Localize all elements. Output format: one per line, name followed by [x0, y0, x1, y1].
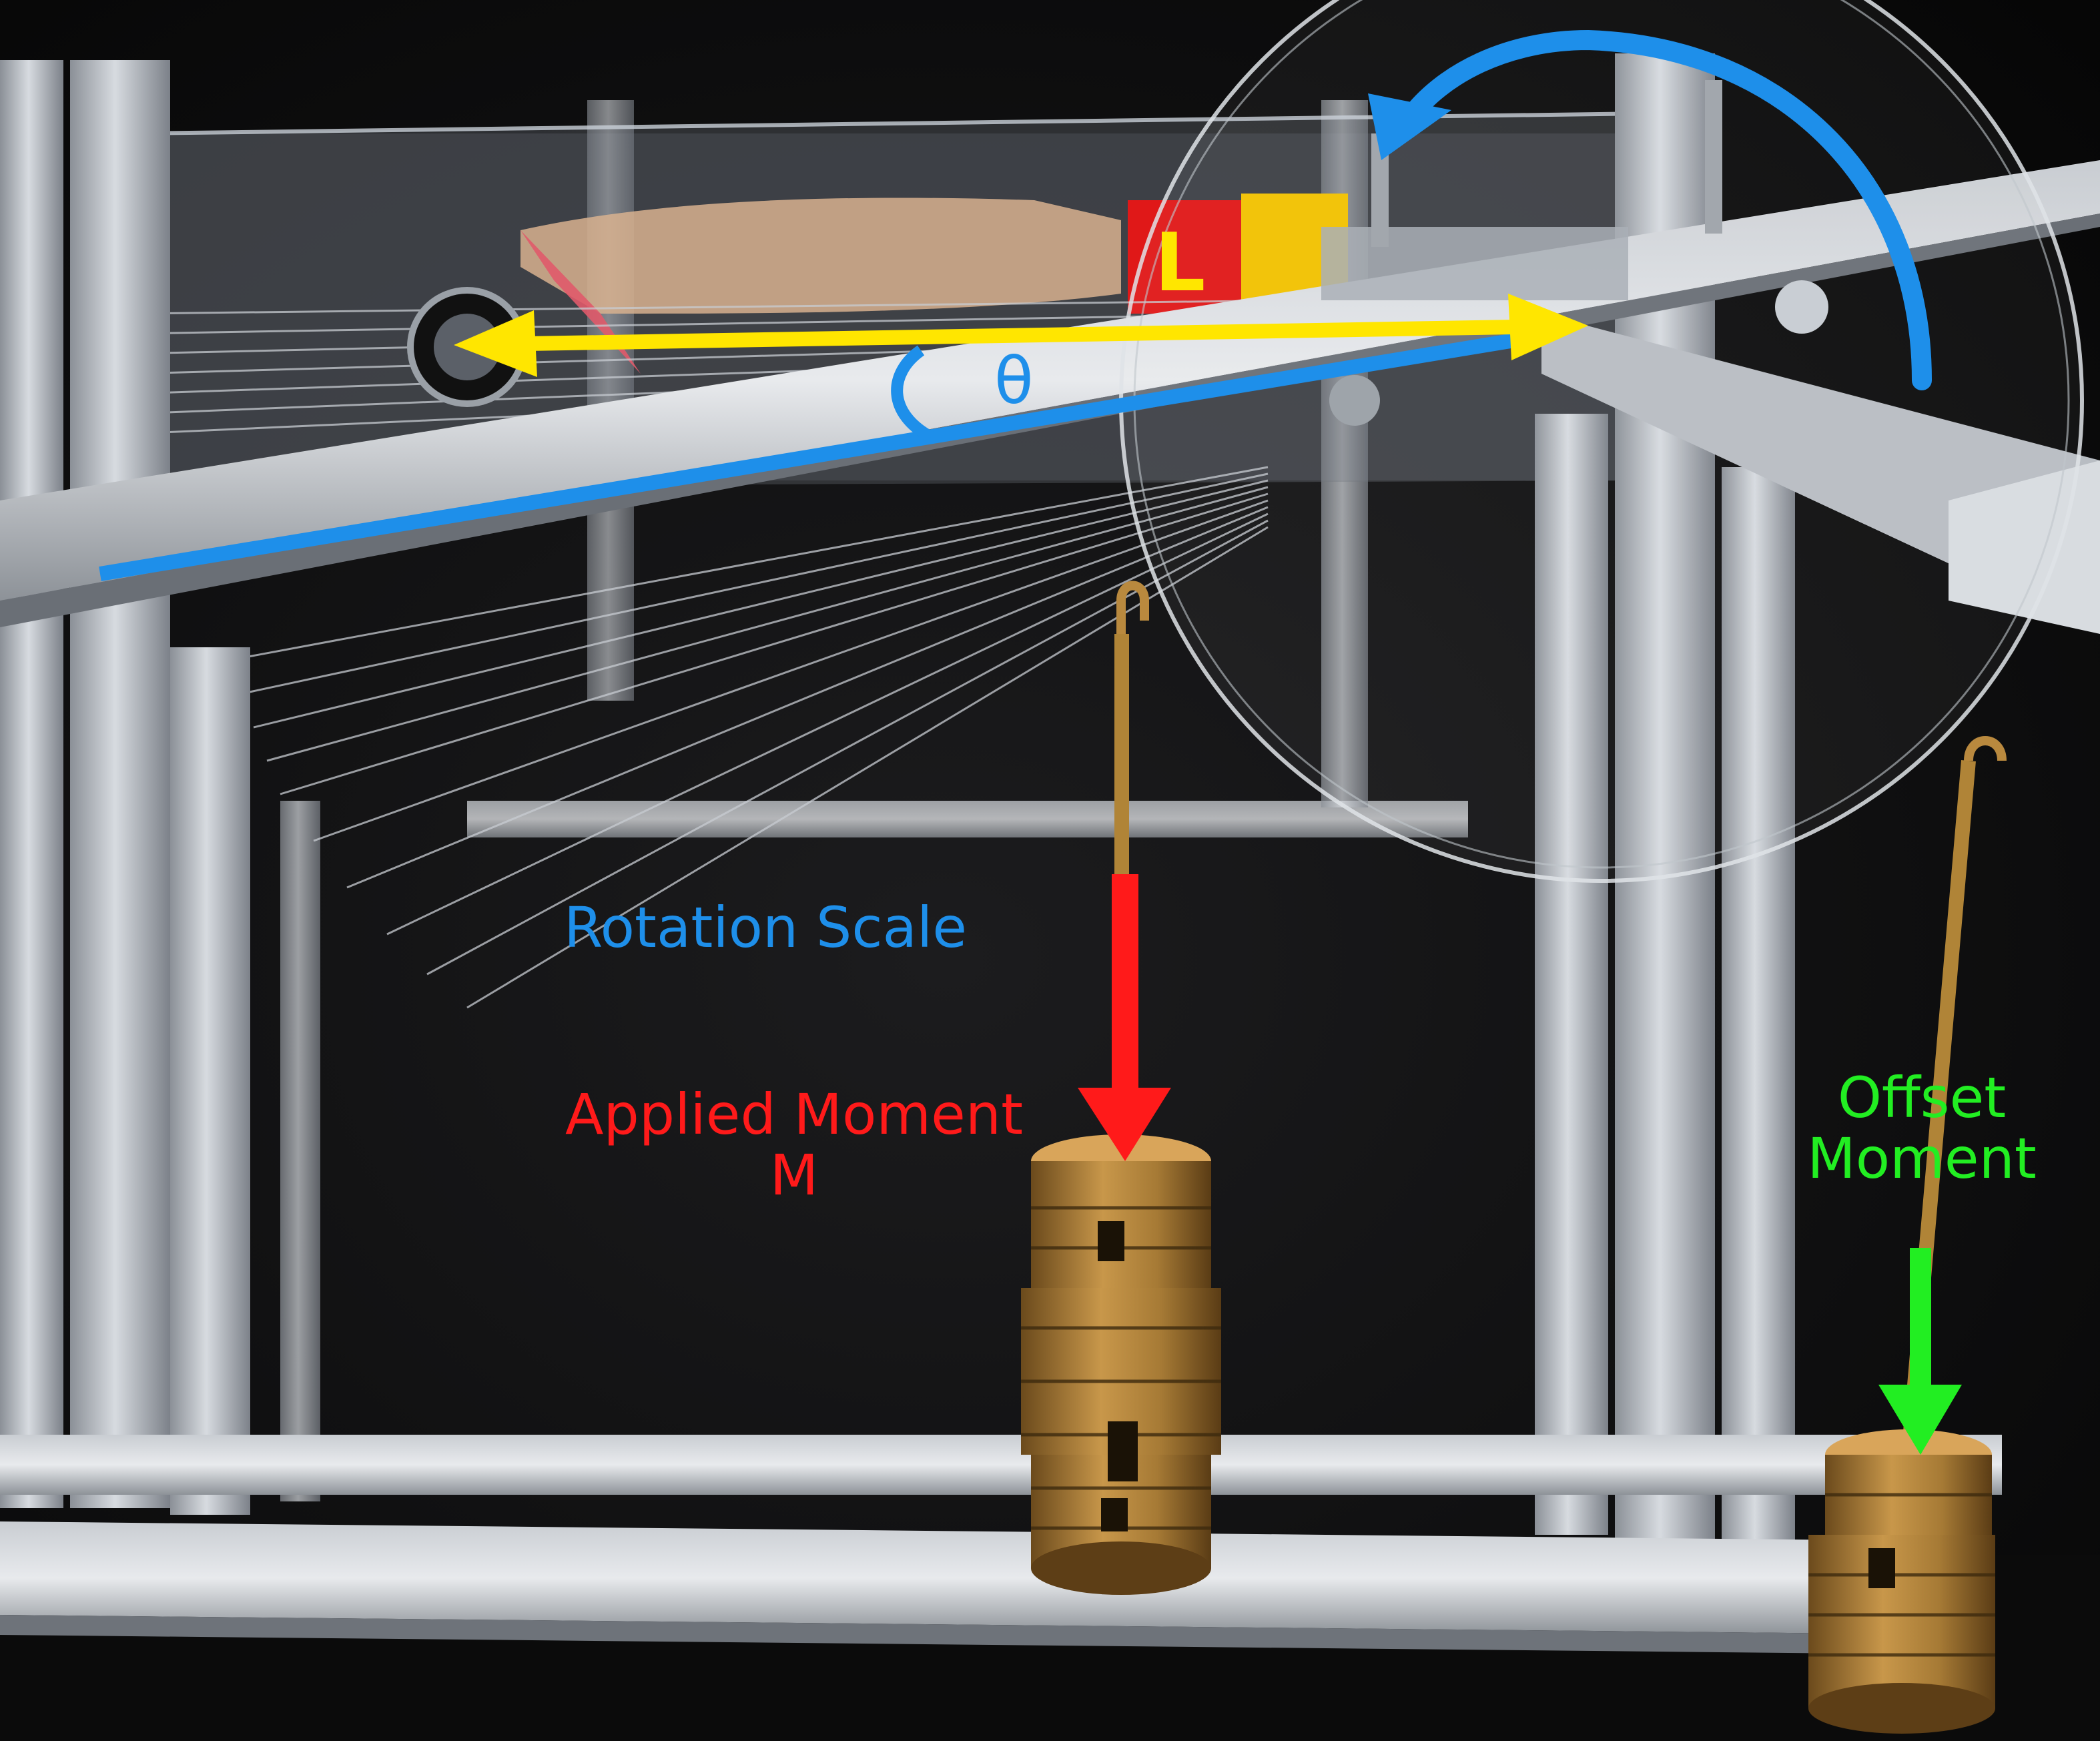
offset-arrow-shaft [1910, 1248, 1931, 1395]
angle-label: θ [994, 344, 1034, 418]
length-line [527, 320, 1515, 351]
reference-line [99, 330, 1536, 581]
red-block [1128, 200, 1255, 314]
applied-weight-stack [1021, 1134, 1221, 1595]
frame-post-left [0, 60, 63, 1508]
frame-post-right-3 [1722, 467, 1795, 1568]
mount-bolt-2 [1705, 80, 1722, 234]
applied-arrow-head [1078, 1088, 1171, 1161]
length-arrowhead-left [454, 310, 537, 377]
offset-arrow-head [1878, 1385, 1962, 1455]
offset-moment-label: Offset Moment [1802, 1068, 2042, 1188]
offset-moment-line-2: Moment [1807, 1125, 2037, 1191]
lever-arm-face [1949, 460, 2100, 634]
applied-hook [1116, 581, 1149, 634]
applied-moment-label: Applied Moment M [554, 1084, 1034, 1205]
nut-2 [1329, 375, 1380, 426]
applied-moment-line-2: M [769, 1142, 819, 1208]
length-label: L [1154, 217, 1206, 310]
bottom-rail-back [0, 1435, 2002, 1495]
length-arrowhead-right [1508, 294, 1588, 360]
applied-arrow-shaft [1112, 874, 1138, 1094]
offset-hook [1964, 736, 2007, 761]
frame-post-left-2 [70, 60, 170, 1508]
frame-post-left-3 [170, 647, 250, 1515]
bottom-rail-front [0, 1521, 1989, 1635]
nut-1 [1775, 280, 1828, 334]
rotation-arc [1398, 29, 1932, 390]
inner-frame-back-rail [467, 801, 1468, 837]
offset-moment-line-1: Offset [1837, 1065, 2007, 1130]
applied-moment-line-1: Applied Moment [565, 1082, 1024, 1147]
frame-post-right [1535, 414, 1608, 1535]
specimen-body [520, 198, 1121, 314]
bottom-rail-front-lower [0, 1615, 1989, 1655]
theta-arc [891, 345, 934, 442]
offset-weight-stack [1808, 1429, 1995, 1734]
rotation-scale-label: Rotation Scale [564, 895, 967, 960]
inner-frame-left [280, 801, 320, 1501]
rotation-arc-arrowhead [1368, 93, 1451, 160]
